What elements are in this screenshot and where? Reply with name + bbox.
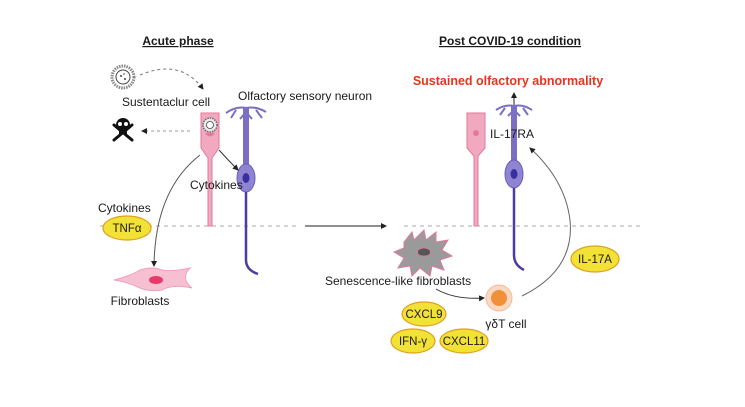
cytokines-left-label: Cytokines [98, 201, 151, 215]
heading-acute-phase: Acute phase [142, 34, 214, 48]
gamma-delta-t-cell [485, 284, 513, 312]
sustained-olfactory-abnormality-label: Sustained olfactory abnormality [413, 74, 603, 88]
cxcl11-pill: CXCL11 [439, 328, 489, 354]
ifn-gamma-pill: IFN-γ [390, 328, 436, 354]
fibroblasts-label: Fibroblasts [111, 294, 170, 308]
cytokine-arrow [218, 149, 239, 171]
fibroblast-cell [113, 267, 193, 292]
olfactory-neuron-label: Olfactory sensory neuron [238, 89, 372, 103]
cxcl9-pill: CXCL9 [401, 301, 447, 327]
gamma-delta-t-cell-label: γδT cell [485, 317, 526, 331]
tnf-to-fibroblast-arrow [151, 154, 201, 267]
il17a-signaling-arrow [521, 147, 571, 297]
il17a-pill: IL-17A [570, 245, 620, 273]
senescent-fibroblast [392, 228, 454, 278]
tnf-alpha-label: TNFα [112, 223, 141, 235]
ifn-gamma-label: IFN-γ [399, 336, 427, 348]
senescent-fibroblasts-label: Senescence-like fibroblasts [325, 274, 471, 288]
fibroblast-to-tcell-arrow [435, 288, 485, 302]
il17a-label: IL-17A [578, 254, 612, 266]
heading-post-covid: Post COVID-19 condition [439, 34, 581, 48]
sustentacular-cell-infected [200, 112, 220, 227]
virus-icon [110, 64, 136, 90]
cxcl9-label: CXCL9 [405, 309, 442, 321]
il17ra-label: IL-17RA [490, 127, 534, 141]
tnf-alpha-pill: TNFα [102, 215, 152, 241]
sustentacular-cell-healthy [466, 112, 486, 227]
olfactory-neuron-post [495, 104, 533, 272]
sustentacular-cell-label: Sustentaclur cell [122, 95, 210, 109]
skull-crossbones-icon [112, 118, 134, 142]
cxcl11-label: CXCL11 [443, 336, 486, 348]
olfactory-neuron-acute [225, 106, 267, 276]
cytokines-center-label: Cytokines [190, 178, 243, 192]
infection-arrow [139, 68, 204, 90]
